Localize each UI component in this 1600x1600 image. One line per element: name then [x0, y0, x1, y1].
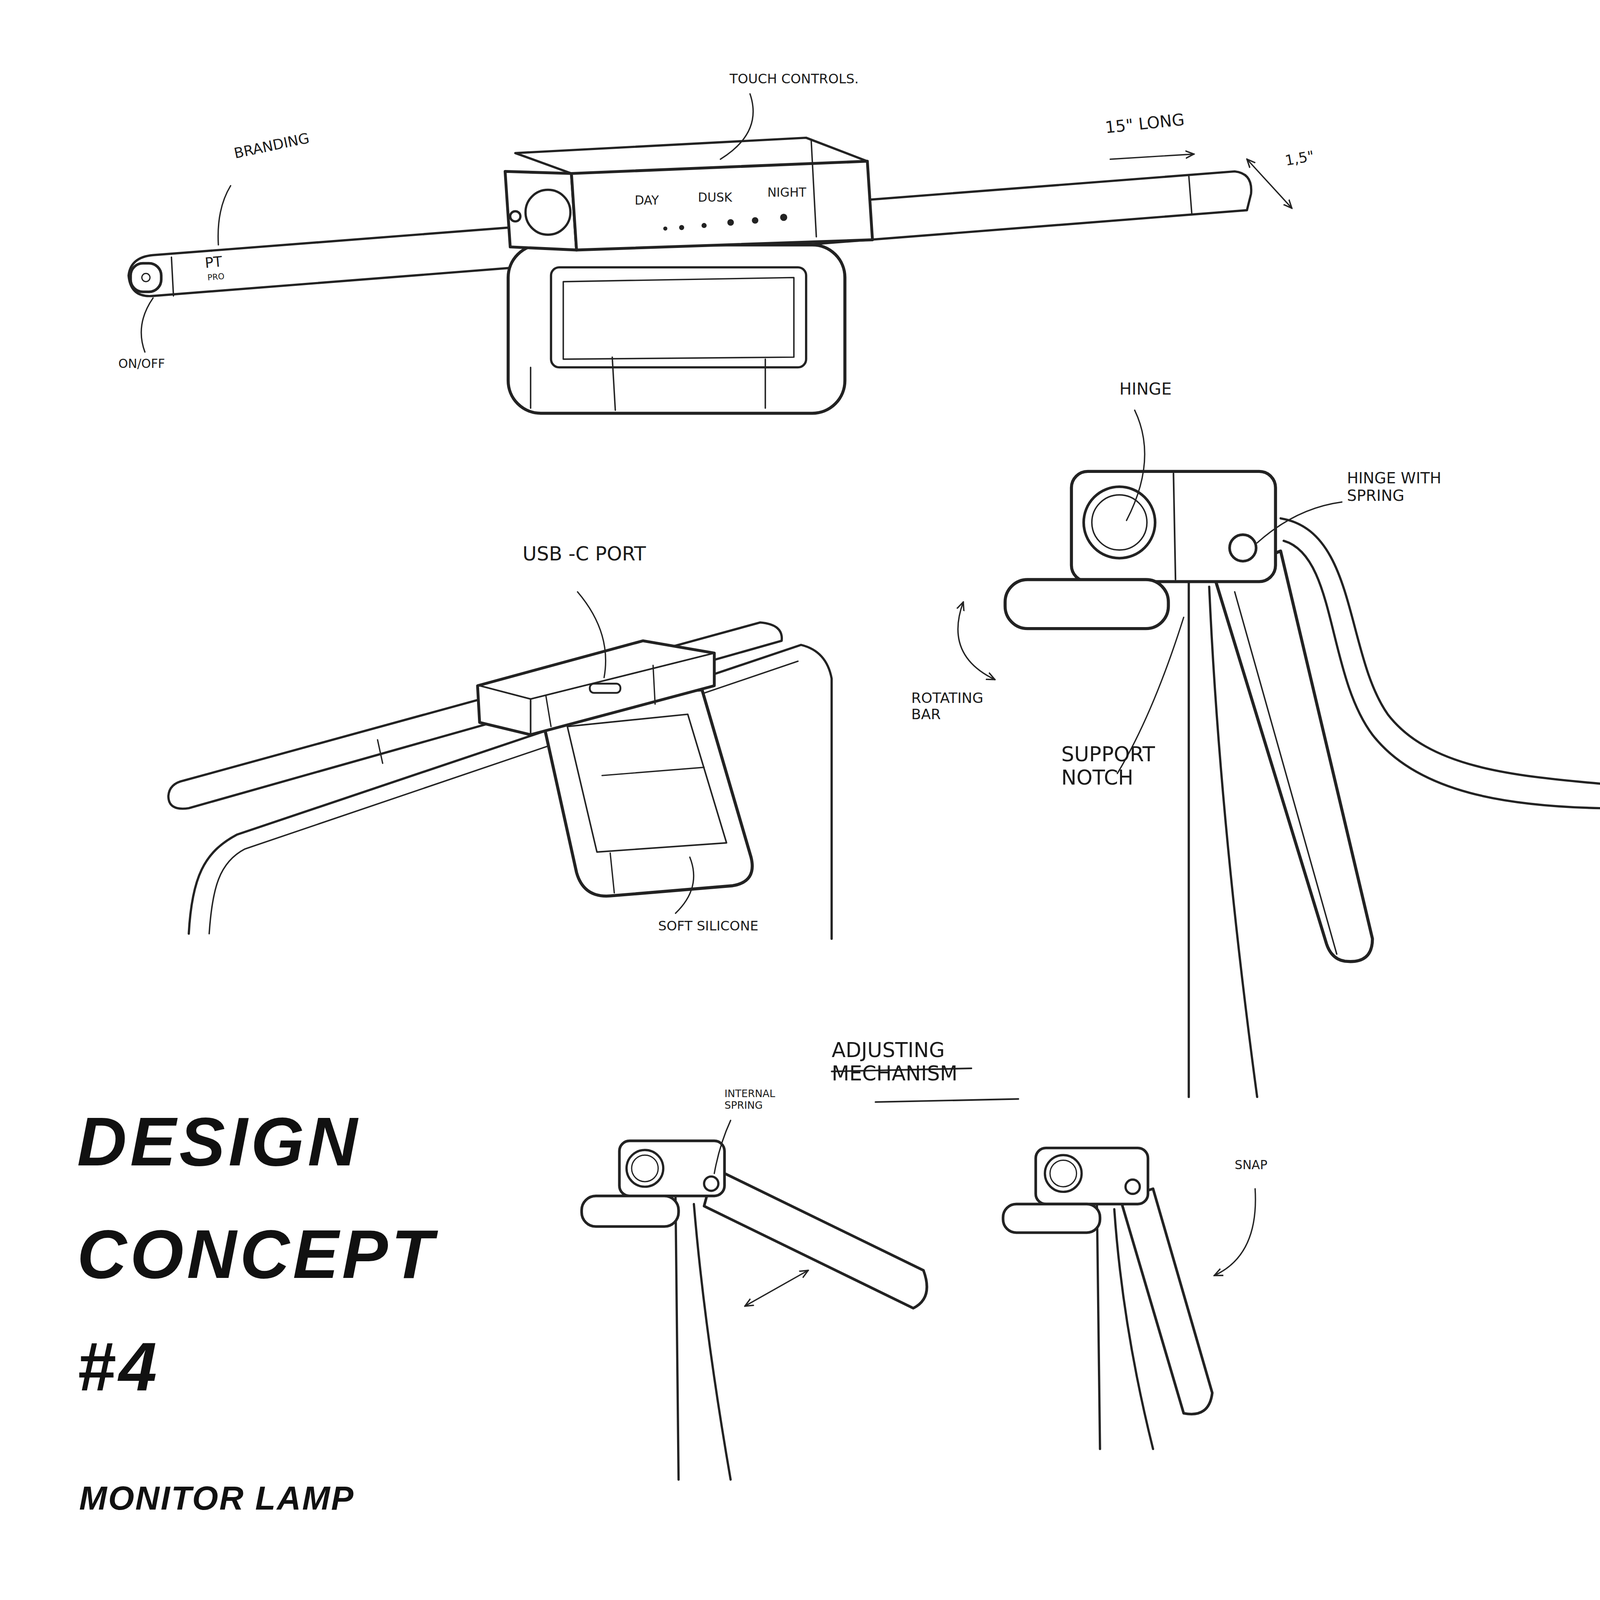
mode-label: NIGHT [767, 185, 807, 200]
hinge-closed [1002, 1147, 1213, 1449]
callout-label: SOFT SILICONE [658, 918, 759, 934]
callout-label: SNAP [1234, 1158, 1268, 1173]
callout-label: INTERNAL SPRING [724, 1087, 796, 1112]
page-caption: MONITOR LAMP [79, 1478, 355, 1518]
callout-label: BRANDING [232, 130, 311, 163]
leader-lines [714, 1120, 1256, 1307]
lamp-head [477, 640, 715, 735]
brand-mark: PT [204, 253, 223, 272]
leader-lines [577, 591, 694, 913]
leader-lines [957, 410, 1342, 774]
lamp-head [505, 137, 873, 250]
clamp [508, 245, 845, 414]
hinge-detail [1005, 471, 1600, 1097]
dimension-label: 1,5" [1283, 147, 1316, 170]
callout-label: HINGE [1119, 379, 1172, 399]
dimension-label: 15" LONG [1104, 110, 1186, 138]
callout-label: USB -C PORT [522, 542, 646, 566]
callout-label: ROTATING BAR [911, 690, 1009, 723]
section-heading: ADJUSTING MECHANISM [831, 1038, 1026, 1086]
leader-lines [141, 93, 1292, 353]
mode-label: DAY [634, 193, 659, 208]
hinge-open [581, 1140, 928, 1480]
callout-label: ON/OFF [118, 357, 165, 372]
mode-label: DUSK [697, 190, 733, 205]
callout-label: TOUCH CONTROLS. [729, 71, 859, 87]
callout-label: SUPPORT NOTCH [1061, 742, 1189, 790]
page-title: DESIGN CONCEPT #4 [77, 1085, 473, 1423]
callout-label: HINGE WITH SPRING [1347, 469, 1475, 505]
brand-mark: PRO [207, 272, 225, 283]
